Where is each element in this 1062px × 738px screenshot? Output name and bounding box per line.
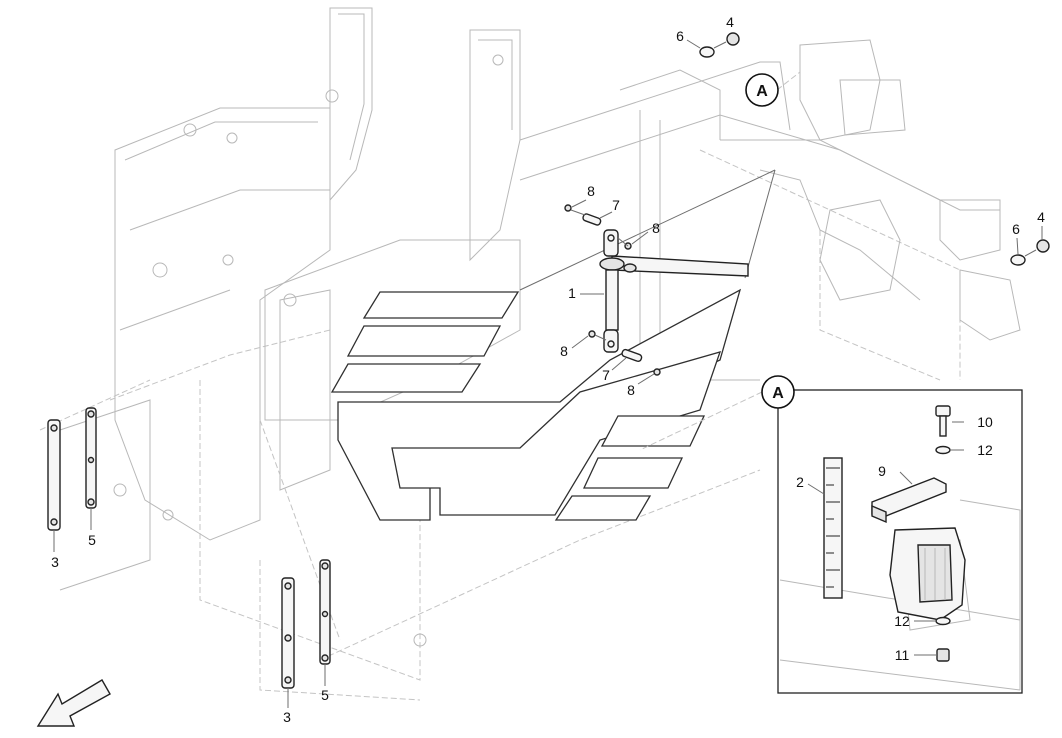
callout-2: 2 xyxy=(796,474,804,490)
chevron-decal xyxy=(330,288,742,521)
callout-8a: 8 xyxy=(587,183,595,199)
pins-and-clips xyxy=(564,204,661,376)
machine-frame-ghost xyxy=(39,7,1021,701)
callout-labels: 1 2 3 3 4 4 5 5 6 6 7 7 8 8 8 8 9 10 11 … xyxy=(51,14,1045,725)
callout-8b: 8 xyxy=(652,220,660,236)
nuts-and-washers xyxy=(699,32,1050,266)
callout-6b: 6 xyxy=(1012,221,1020,237)
callout-8c: 8 xyxy=(560,343,568,359)
detail-tag-a-top-label: A xyxy=(756,83,768,100)
callout-10: 10 xyxy=(977,414,993,430)
side-plates-center xyxy=(281,559,331,689)
callout-9: 9 xyxy=(878,463,886,479)
callout-8d: 8 xyxy=(627,382,635,398)
detail-a-inset xyxy=(777,389,1023,694)
callout-7b: 7 xyxy=(602,367,610,383)
detail-tag-a-top: A xyxy=(745,71,801,107)
callout-12b: 12 xyxy=(894,613,910,629)
detail-tag-a-inset-label: A xyxy=(772,385,784,402)
callout-7a: 7 xyxy=(612,197,620,213)
callout-3b: 3 xyxy=(283,709,291,725)
callout-11: 11 xyxy=(895,647,910,663)
callout-1: 1 xyxy=(568,285,576,301)
callout-4a: 4 xyxy=(726,14,734,30)
callout-6a: 6 xyxy=(676,28,684,44)
callout-4b: 4 xyxy=(1037,209,1045,225)
callout-5a: 5 xyxy=(88,532,96,548)
tie-rod-assembly xyxy=(519,169,776,353)
callout-12a: 12 xyxy=(977,442,993,458)
callout-5b: 5 xyxy=(321,687,329,703)
side-plates-left xyxy=(47,407,97,531)
detail-tag-a-inset: A xyxy=(639,375,795,451)
callout-3a: 3 xyxy=(51,554,59,570)
scale-ticks xyxy=(826,467,840,588)
orientation-arrow-icon xyxy=(36,679,111,727)
